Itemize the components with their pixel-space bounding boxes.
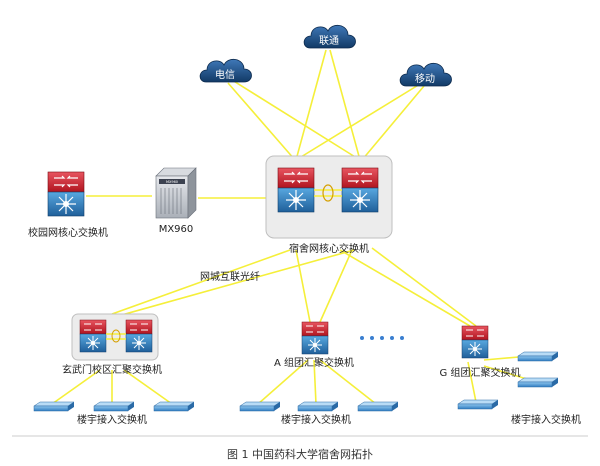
xuanwu-agg-switch-right: [125, 319, 153, 353]
metro-fiber-label: 网城互联光纤: [200, 270, 260, 283]
links: [51, 49, 531, 405]
link-g-acc1: [467, 361, 477, 403]
campus-core-label: 校园网核心交换机: [28, 226, 108, 239]
dorm-core-switch-left: [277, 167, 315, 213]
link-unicom-core-left: [295, 49, 327, 161]
link-xuanwu-acc1: [51, 369, 101, 405]
access-label-xuanwu: 楼宇接入交换机: [77, 413, 147, 426]
xuanwu-agg-switch-left: [79, 319, 107, 353]
cloud-telecom: 电信: [199, 58, 252, 83]
more-groups-dots: [360, 336, 404, 340]
dorm-core-switch-right: [341, 167, 379, 213]
xuanwu-agg-label: 玄武门校区汇聚交换机: [62, 363, 162, 376]
campus-core-switch: [47, 171, 85, 217]
a-agg-switch: [301, 321, 329, 355]
access-switch-g-2: [517, 351, 559, 362]
figure-caption: 图 1 中国药科大学宿舍网拓扑: [227, 447, 373, 461]
link-core-xuanwu-1: [111, 249, 291, 315]
link-core-g-2: [371, 247, 477, 327]
a-agg-label: A 组团汇聚交换机: [274, 356, 354, 369]
link-mobile-core-right: [361, 85, 425, 161]
access-switch-a-1: [239, 401, 281, 412]
access-label-g: 楼宇接入交换机: [511, 413, 581, 426]
link-core-xuanwu-2: [117, 249, 355, 317]
mx960-label: MX960: [159, 224, 194, 235]
link-core-g-1: [339, 249, 471, 327]
link-g-acc3: [483, 365, 531, 381]
link-core-a-2: [319, 249, 353, 323]
access-label-a: 楼宇接入交换机: [281, 413, 351, 426]
access-switch-xuanwu-1: [33, 401, 75, 412]
link-mobile-core-left: [295, 83, 421, 161]
dorm-core-label: 宿舍网核心交换机: [289, 242, 369, 255]
access-switch-a-3: [357, 401, 399, 412]
g-agg-label: G 组团汇聚交换机: [440, 366, 521, 379]
access-switch-g-1: [457, 399, 499, 410]
link-xuanwu-acc3: [123, 369, 173, 405]
link-telecom-core-left: [227, 82, 296, 161]
access-switch-g-3: [517, 377, 559, 388]
cloud-label-mobile: 移动: [415, 72, 435, 85]
dorm-core-trunk-ring: [322, 184, 334, 202]
link-core-a-1: [295, 249, 311, 323]
mx960-badge: MX960: [166, 180, 178, 184]
link-a-acc1: [257, 359, 309, 405]
mx960-router: MX960: [155, 167, 197, 219]
xuanwu-trunk-ring: [111, 329, 121, 343]
access-switch-xuanwu-2: [93, 401, 135, 412]
cloud-label-unicom: 联通: [319, 35, 339, 47]
cloud-label-telecom: 电信: [215, 68, 235, 81]
link-a-acc3: [319, 359, 377, 405]
link-telecom-core-right: [231, 79, 361, 161]
access-switch-xuanwu-3: [153, 401, 195, 412]
g-agg-switch: [461, 325, 489, 359]
link-unicom-core-right: [329, 49, 361, 161]
cloud-unicom: 联通: [303, 24, 356, 49]
link-a-acc2: [313, 359, 317, 405]
access-switch-a-2: [297, 401, 339, 412]
cloud-mobile: 移动: [399, 62, 452, 87]
